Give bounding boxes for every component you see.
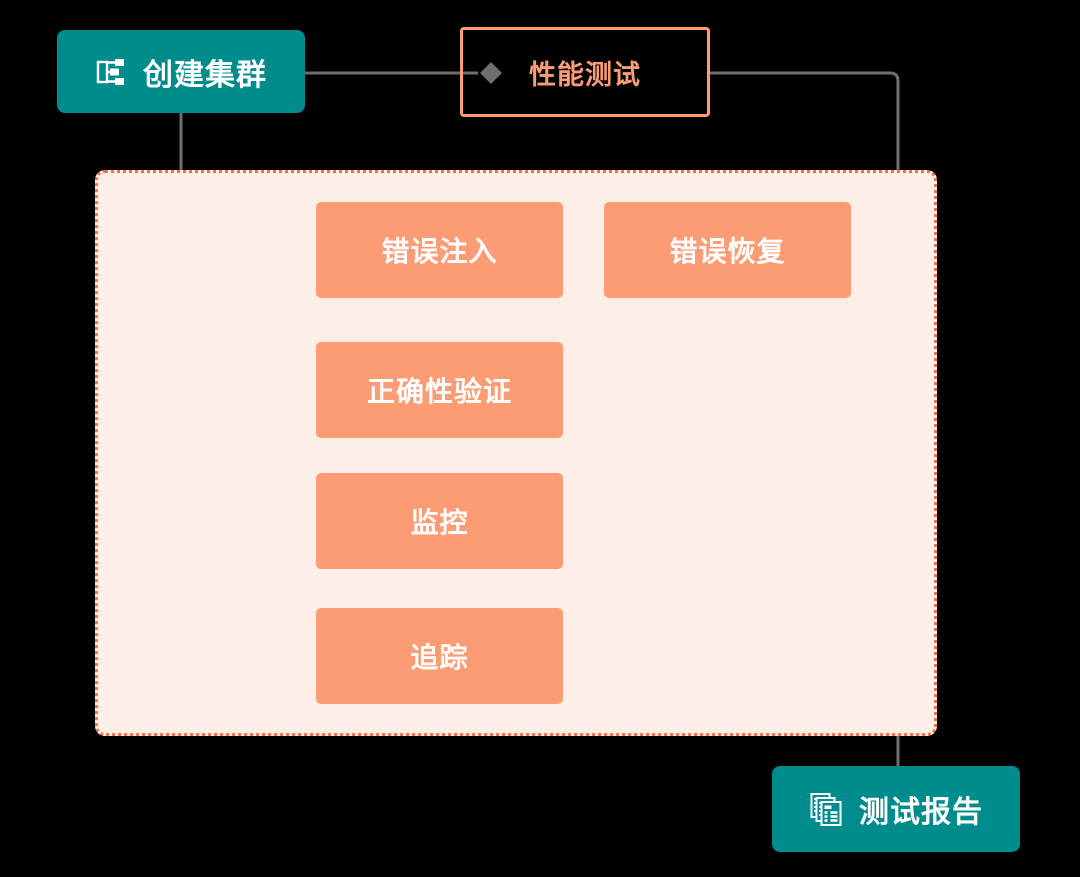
node-fault-recovery[interactable]: 错误恢复 [604,202,851,298]
node-monitoring[interactable]: 监控 [316,473,563,569]
node-tracing[interactable]: 追踪 [316,608,563,704]
node-label: 创建集群 [143,58,267,92]
node-test-report[interactable]: 测试报告 [772,766,1020,852]
node-label: 监控 [410,507,469,538]
node-create-cluster[interactable]: 创建集群 [57,30,305,113]
node-label: 测试报告 [859,796,983,829]
node-label: 错误恢复 [669,236,786,267]
node-label: 正确性验证 [366,376,512,407]
node-performance-test[interactable]: 性能测试 [460,27,710,117]
node-label: 性能测试 [529,59,641,90]
node-fault-injection[interactable]: 错误注入 [316,202,563,298]
node-correctness-verification[interactable]: 正确性验证 [316,342,563,438]
node-label: 错误注入 [381,236,498,267]
cluster-nodes-icon [95,55,129,89]
documents-report-icon [809,791,845,827]
node-label: 追踪 [410,642,469,673]
